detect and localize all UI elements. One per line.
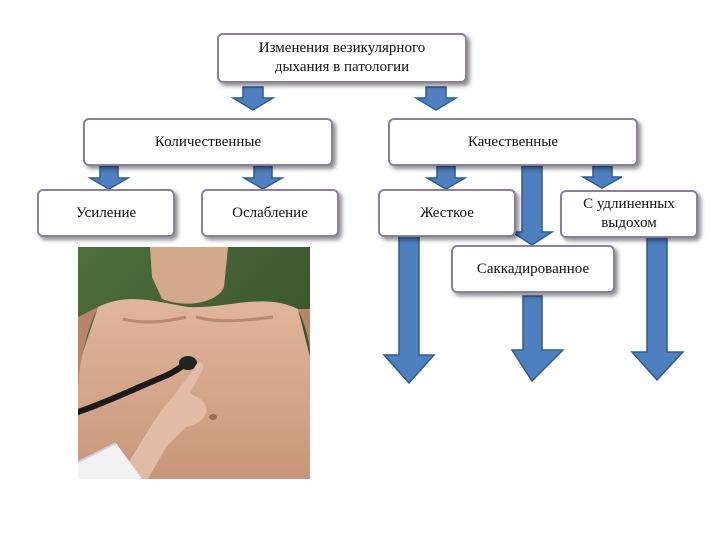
- arrow-to-usilenie: [90, 166, 128, 189]
- arrow-to-oslablenie: [244, 166, 282, 189]
- quantitative-label: Количественные: [155, 133, 261, 152]
- arrow-down-udlinennym: [632, 236, 683, 380]
- quantitative-box: Количественные: [83, 118, 333, 166]
- zhestkoe-box: Жесткое: [378, 189, 516, 237]
- zhestkoe-label: Жесткое: [420, 204, 474, 223]
- root-box: Изменения везикулярного дыхания в патоло…: [217, 33, 467, 83]
- usilenie-box: Усиление: [37, 189, 175, 237]
- sakkadirovannoe-label: Саккадированное: [477, 260, 589, 279]
- root-label: Изменения везикулярного дыхания в патоло…: [237, 39, 447, 77]
- arrow-root-to-quantitative: [233, 87, 273, 110]
- arrow-root-to-qualitative: [416, 87, 456, 110]
- auscultation-photo: [78, 247, 310, 479]
- arrow-to-zhestkoe: [427, 166, 465, 189]
- udlinennym-box: С удлиненных выдохом: [560, 190, 698, 238]
- oslablenie-label: Ослабление: [232, 204, 308, 223]
- udlinennym-label: С удлиненных выдохом: [576, 195, 682, 233]
- arrow-to-sakkadirovannoe: [512, 166, 552, 245]
- sakkadirovannoe-box: Саккадированное: [451, 245, 615, 293]
- arrow-down-sakkadirovannoe: [512, 296, 563, 381]
- arrow-down-zhestkoe: [384, 236, 434, 383]
- oslablenie-box: Ослабление: [201, 189, 339, 237]
- usilenie-label: Усиление: [76, 204, 136, 223]
- qualitative-box: Качественные: [388, 118, 638, 166]
- qualitative-label: Качественные: [468, 133, 558, 152]
- arrow-to-udlinennym: [583, 166, 622, 188]
